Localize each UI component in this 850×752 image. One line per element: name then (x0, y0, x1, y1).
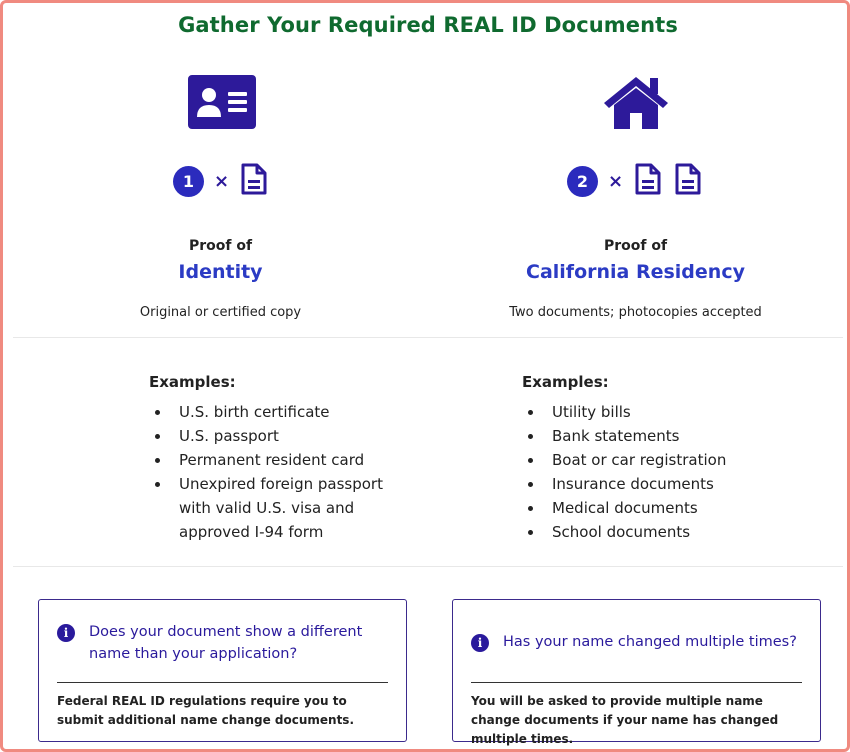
list-item: Utility bills (522, 400, 802, 424)
document-icon (635, 163, 661, 199)
list-item: Boat or car registration (522, 448, 802, 472)
residency-count-badge: 2 (567, 165, 598, 197)
list-item: Permanent resident card (149, 448, 399, 472)
name-mismatch-card: i Does your document show a different na… (38, 599, 407, 742)
residency-count-row: 2 × (567, 163, 701, 199)
house-icon (602, 75, 670, 135)
card-body: You will be asked to provide multiple na… (471, 694, 779, 746)
page-title: Gather Your Required REAL ID Documents (178, 13, 678, 37)
divider (13, 566, 843, 567)
card-divider (57, 682, 388, 683)
card-question[interactable]: i Has your name changed multiple times? (471, 631, 811, 653)
document-icon (241, 163, 267, 199)
identity-subtitle: Original or certified copy (139, 305, 302, 320)
multiply-symbol: × (608, 170, 624, 192)
info-icon: i (471, 634, 489, 652)
info-icon: i (57, 624, 75, 642)
identity-examples-label: Examples: (149, 373, 236, 391)
identity-count-row: 1 × (173, 163, 267, 199)
document-icon (675, 163, 701, 199)
identity-proof-of: Proof of (188, 238, 253, 254)
identity-title: Identity (178, 261, 263, 283)
residency-subtitle: Two documents; photocopies accepted (509, 305, 762, 320)
card-body: Federal REAL ID regulations require you … (57, 694, 354, 727)
multiply-symbol: × (214, 170, 230, 192)
residency-examples-label: Examples: (522, 373, 609, 391)
list-item: Unexpired foreign passport with valid U.… (149, 472, 399, 544)
residency-examples-list: Utility bills Bank statements Boat or ca… (522, 400, 802, 544)
list-item: Insurance documents (522, 472, 802, 496)
card-divider (471, 682, 802, 683)
card-question-text[interactable]: Does your document show a different name… (89, 624, 363, 662)
list-item: U.S. birth certificate (149, 400, 399, 424)
id-card-icon (188, 75, 256, 133)
card-question-text[interactable]: Has your name changed multiple times? (503, 634, 797, 650)
identity-examples-list: U.S. birth certificate U.S. passport Per… (149, 400, 399, 544)
card-question[interactable]: i Does your document show a different na… (57, 621, 397, 665)
residency-title: California Residency (526, 261, 745, 283)
multiple-name-change-card: i Has your name changed multiple times? … (452, 599, 821, 746)
list-item: School documents (522, 520, 802, 544)
list-item: U.S. passport (149, 424, 399, 448)
divider (13, 337, 843, 338)
identity-count-badge: 1 (173, 165, 204, 197)
list-item: Medical documents (522, 496, 802, 520)
list-item: Bank statements (522, 424, 802, 448)
residency-proof-of: Proof of (603, 238, 668, 254)
